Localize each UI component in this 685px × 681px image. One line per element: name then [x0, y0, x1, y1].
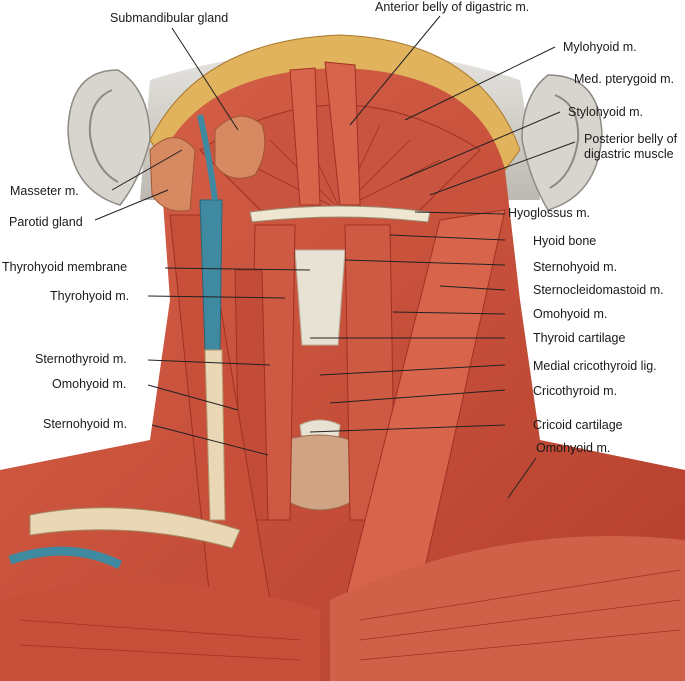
- leader-mylohyoid: [404, 46, 556, 121]
- left-ear: [67, 69, 151, 206]
- label-thyrohyoid-membrane: Thyrohyoid membrane: [2, 260, 128, 274]
- label-omohyoid-right-upper: Omohyoid m.: [533, 307, 608, 321]
- leader-omohyoid-left: [147, 384, 239, 411]
- label-masseter: Masseter m.: [10, 184, 79, 198]
- label-hyoid-bone: Hyoid bone: [533, 234, 597, 248]
- leader-sternohyoid-left: [151, 424, 269, 456]
- thyroid-gland: [284, 434, 356, 511]
- leader-thyrohyoid: [147, 295, 286, 299]
- label-medial-cricothyroid-lig: Medial cricothyroid lig.: [533, 359, 657, 373]
- leader-omohyoid-lower: [507, 457, 537, 499]
- leader-thyrohyoid-membrane: [164, 267, 311, 271]
- label-thyrohyoid: Thyrohyoid m.: [50, 289, 130, 303]
- leader-medial-cricothyroid: [319, 364, 506, 376]
- right-ear: [521, 74, 603, 211]
- leader-anterior-belly-digastric: [349, 15, 441, 126]
- anterior-belly-digastric-right: [324, 61, 361, 206]
- label-hyoglossus: Hyoglossus m.: [508, 206, 590, 220]
- leader-hyoglossus: [414, 211, 506, 215]
- leader-masseter: [111, 149, 183, 191]
- leader-sternothyroid: [147, 359, 271, 366]
- label-sternohyoid-left: Sternohyoid m.: [43, 417, 128, 431]
- submandibular-gland: [214, 115, 266, 179]
- label-omohyoid-left: Omohyoid m.: [52, 377, 127, 391]
- label-cricoid-cartilage: Cricoid cartilage: [533, 418, 623, 432]
- leader-stylohyoid: [399, 111, 561, 181]
- subclavian-vein-left: [8, 546, 123, 570]
- label-cricothyroid: Cricothyroid m.: [533, 384, 618, 398]
- hyoid-bone: [249, 205, 431, 223]
- leader-cricothyroid: [329, 389, 506, 404]
- leader-submandibular-gland: [171, 27, 239, 131]
- label-anterior-belly-digastric: Anterior belly of digastric m.: [375, 0, 530, 14]
- leader-lines: [94, 15, 576, 499]
- label-posterior-belly-line2: digastric muscle: [584, 147, 674, 161]
- label-stylohyoid: Stylohyoid m.: [568, 105, 644, 119]
- label-sternohyoid-right: Sternohyoid m.: [533, 260, 618, 274]
- right-ear-inner: [549, 94, 580, 189]
- label-thyroid-cartilage: Thyroid cartilage: [533, 331, 626, 345]
- label-sternothyroid: Sternothyroid m.: [35, 352, 127, 366]
- pectoral-fibers: [19, 569, 681, 661]
- pectoral-muscle-right: [330, 536, 685, 681]
- label-parotid-gland: Parotid gland: [9, 215, 83, 229]
- leader-cricoid: [309, 424, 506, 433]
- leader-sternohyoid-right: [344, 259, 506, 266]
- label-med-pterygoid: Med. pterygoid m.: [574, 72, 675, 86]
- label-posterior-belly-line1: Posterior belly of: [584, 132, 678, 146]
- leader-omohyoid-upper: [392, 311, 506, 315]
- leader-parotid: [94, 189, 169, 221]
- leader-posterior-belly: [429, 141, 576, 196]
- anterior-belly-digastric-left: [289, 67, 321, 206]
- label-omohyoid-right-lower: Omohyoid m.: [536, 441, 611, 455]
- label-submandibular-gland: Submandibular gland: [110, 11, 229, 25]
- label-sternocleidomastoid: Sternocleidomastoid m.: [533, 283, 664, 297]
- facial-vein: [197, 114, 218, 201]
- carotid-sheath: [204, 349, 226, 521]
- pectoral-muscle-left: [0, 582, 320, 681]
- label-mylohyoid: Mylohyoid m.: [563, 40, 637, 54]
- leader-hyoid-bone: [389, 234, 506, 241]
- clavicle-left: [29, 507, 241, 549]
- left-ear-inner: [88, 89, 119, 183]
- leader-sternocleidomastoid: [439, 285, 506, 291]
- thyroid-cartilage: [294, 249, 346, 346]
- parotid-gland: [149, 137, 196, 212]
